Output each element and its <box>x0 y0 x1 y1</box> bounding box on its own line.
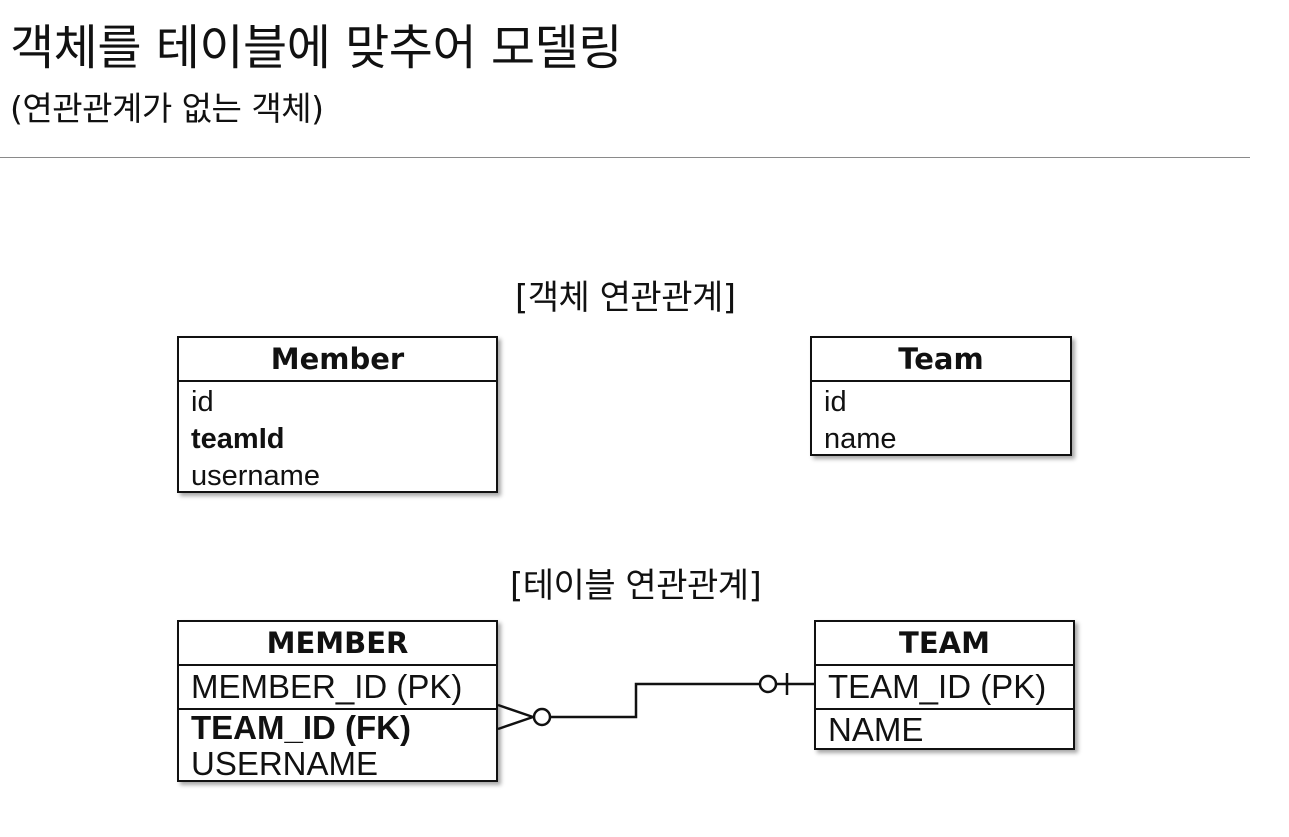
team-object-field-name: name <box>824 423 897 455</box>
team-object-header: Team <box>812 338 1070 382</box>
member-object-header: Member <box>179 338 496 382</box>
zero-circle-member-side <box>532 707 552 727</box>
table-relationship-label: [테이블 연관관계] <box>510 566 762 606</box>
team-object-field-id: id <box>824 386 847 418</box>
member-table-field-team-id: TEAM_ID (FK) <box>191 709 411 746</box>
page-subtitle: (연관관계가 없는 객체) <box>10 89 324 128</box>
member-object-field-teamid: teamId <box>191 423 285 455</box>
zero-circle-team-side <box>758 674 778 694</box>
title-divider <box>0 157 1250 158</box>
member-table-field-username: USERNAME <box>191 745 379 782</box>
team-table-box: TEAM TEAM_ID (PK) NAME <box>814 620 1075 750</box>
team-table-field-team-id: TEAM_ID (PK) <box>816 666 1073 710</box>
member-object-field-id: id <box>191 386 214 418</box>
object-relationship-label: [객체 연관관계] <box>515 278 736 318</box>
team-table-field-name: NAME <box>828 711 924 748</box>
team-object-fields: id name <box>812 382 1070 458</box>
member-object-field-username: username <box>191 460 320 492</box>
member-table-box: MEMBER MEMBER_ID (PK) TEAM_ID (FK) USERN… <box>177 620 498 782</box>
member-table-field-member-id: MEMBER_ID (PK) <box>179 666 496 710</box>
member-table-header: MEMBER <box>179 622 496 666</box>
crows-foot-upper-line <box>497 703 534 719</box>
page-title: 객체를 테이블에 맞추어 모델링 <box>10 20 622 76</box>
crows-foot-lower-line <box>497 715 534 731</box>
member-object-box: Member id teamId username <box>177 336 498 493</box>
member-object-fields: id teamId username <box>179 382 496 495</box>
team-object-box: Team id name <box>810 336 1072 456</box>
relationship-line <box>550 682 760 719</box>
team-table-header: TEAM <box>816 622 1073 666</box>
